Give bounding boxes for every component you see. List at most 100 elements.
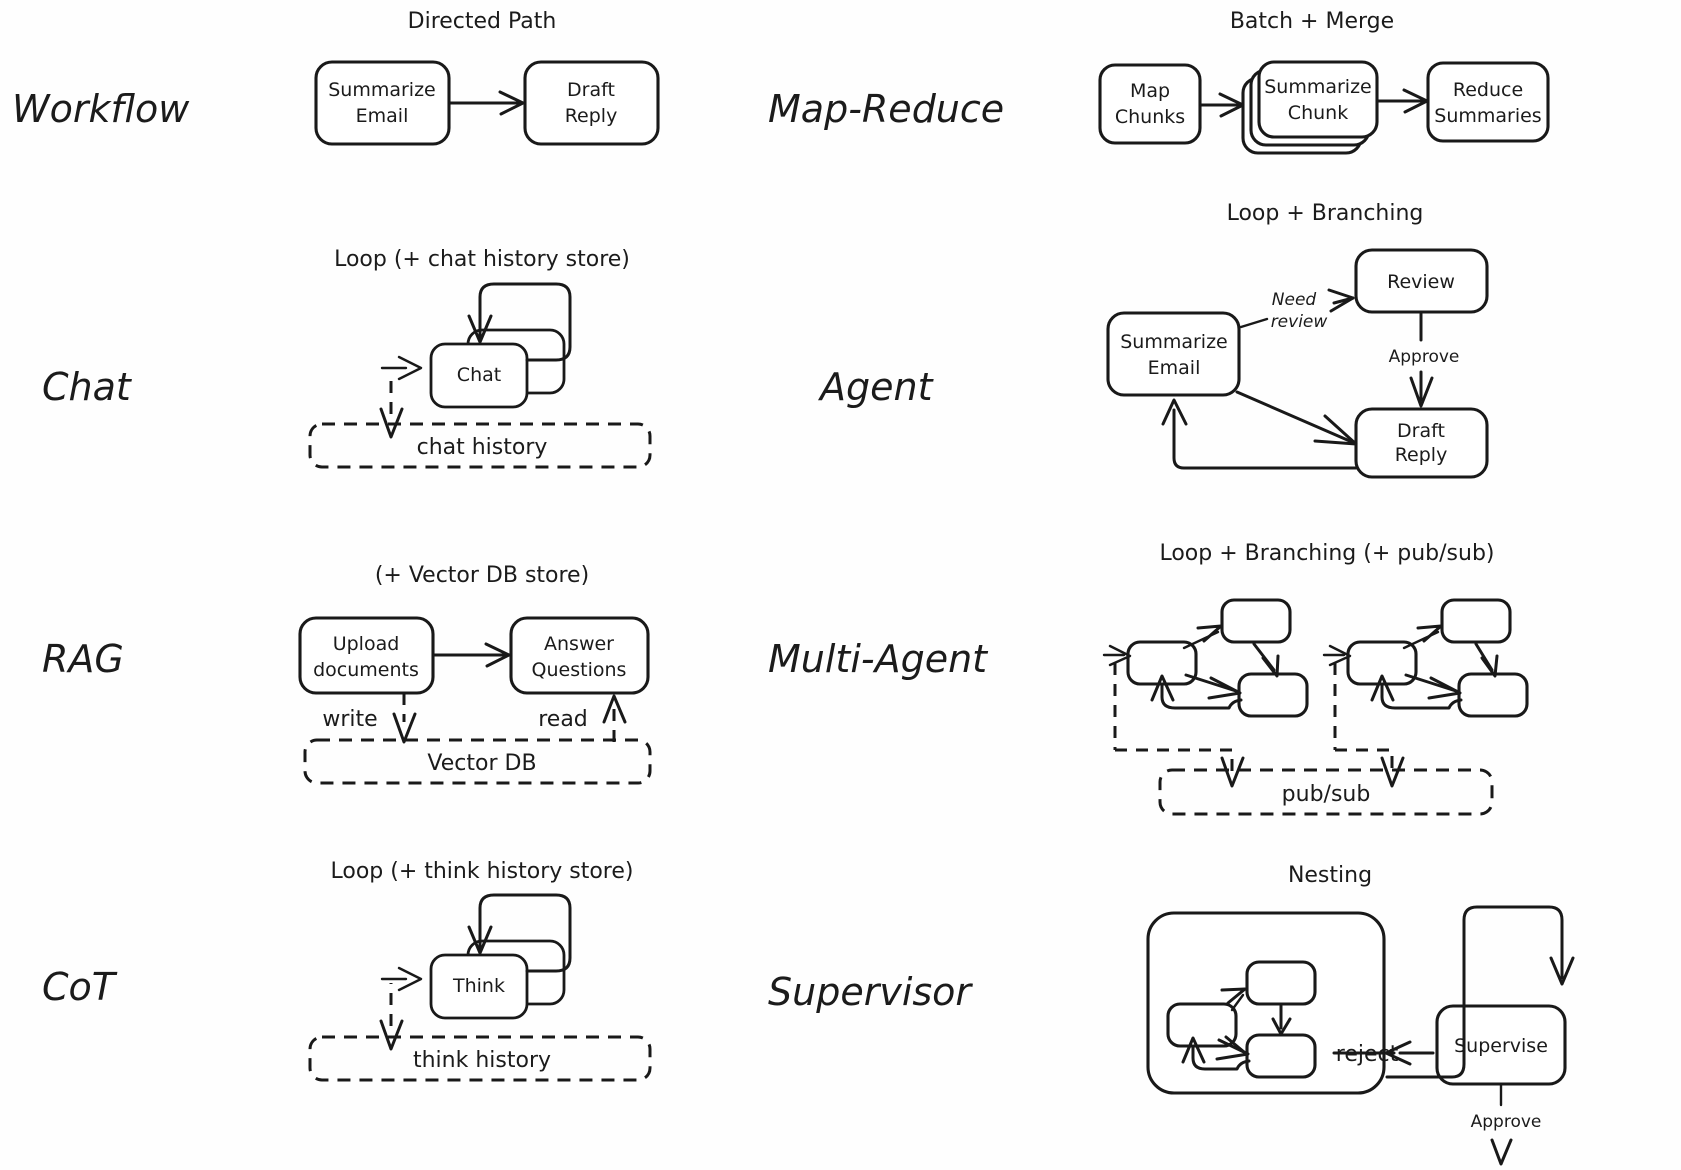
node-sub-s3[interactable] [1245, 1033, 1317, 1079]
node-label-line1: Answer [544, 633, 614, 655]
edge-s1-to-s2 [1220, 987, 1247, 1012]
node-chat-stack[interactable]: Chat [429, 328, 566, 409]
store-vector-db[interactable]: Vector DB [303, 738, 652, 785]
supervisor-nested-group[interactable] [1146, 911, 1386, 1095]
node-label: Supervise [1454, 1035, 1548, 1057]
store-pubsub[interactable]: pub/sub [1158, 768, 1494, 816]
node-map-chunks[interactable]: Map Chunks [1098, 63, 1202, 145]
edge-label-line2: review [1271, 312, 1328, 332]
node-sub-s2[interactable] [1245, 960, 1317, 1006]
node-label-line2: Questions [532, 659, 627, 681]
multiagent-cluster-a [1102, 598, 1309, 788]
row-label-cot: CoT [42, 965, 118, 1009]
node-agent-a3[interactable] [1237, 672, 1309, 718]
node-label-line2: Summaries [1434, 105, 1541, 127]
node-label-line1: Summarize [328, 79, 436, 101]
edge-b1-to-b2 [1402, 624, 1443, 650]
node-draft-reply-workflow[interactable]: Draft Reply [523, 60, 660, 146]
node-reduce-summaries[interactable]: Reduce Summaries [1426, 61, 1550, 143]
edge-think-selfloop [467, 893, 572, 973]
edge-b1-to-b3 [1404, 673, 1462, 700]
node-agent-b1[interactable] [1346, 640, 1418, 686]
edge-upload-to-answer [432, 642, 511, 668]
edge-s2-to-s3 [1271, 1004, 1292, 1036]
edge-label-read: read [538, 707, 588, 732]
edge-summarize-to-reduce [1376, 88, 1429, 114]
edge-a3-back-to-a1 [1150, 674, 1243, 710]
store-label: pub/sub [1282, 782, 1371, 807]
row-label-map-reduce: Map-Reduce [768, 87, 1004, 131]
node-supervise[interactable]: Supervise [1435, 1004, 1567, 1086]
node-label-line1: Summarize [1264, 76, 1372, 98]
node-upload-documents[interactable]: Upload documents [298, 616, 435, 695]
edge-summarize-to-draft [448, 90, 525, 116]
node-label-line1: Map [1130, 80, 1170, 102]
edge-a-entry [1102, 644, 1132, 750]
node-label-line2: Email [1148, 357, 1201, 379]
node-summarize-chunk-stack[interactable]: Summarize Chunk [1241, 60, 1379, 155]
caption-loop-branching: Loop + Branching [1227, 201, 1424, 226]
node-agent-a2[interactable] [1220, 598, 1292, 644]
edge-reject: reject [1332, 1040, 1435, 1067]
edge-s3-back-to-s1 [1181, 1036, 1251, 1071]
node-agent-a1[interactable] [1126, 640, 1198, 686]
edge-label-line1: Need [1272, 290, 1317, 310]
edge-b2-to-b3 [1474, 642, 1499, 678]
node-review[interactable]: Review [1354, 248, 1489, 314]
caption-vector-db-store: (+ Vector DB store) [375, 563, 589, 588]
store-label: chat history [417, 435, 548, 460]
edge-label-approve: Approve [1471, 1112, 1542, 1132]
edge-a2-to-a3 [1252, 642, 1280, 678]
edge-chat-history-in [379, 355, 423, 439]
multiagent-cluster-b [1322, 598, 1529, 788]
edge-read-from-vectordb: read [538, 694, 627, 742]
node-label-line2: Chunks [1115, 106, 1185, 128]
edge-a1-to-a3 [1184, 673, 1242, 700]
node-label-line2: Chunk [1288, 102, 1348, 124]
caption-nesting: Nesting [1288, 863, 1372, 888]
node-label: Review [1387, 271, 1455, 293]
edge-a-to-pubsub [1115, 748, 1245, 788]
store-think-history[interactable]: think history [308, 1035, 652, 1082]
node-answer-questions[interactable]: Answer Questions [509, 616, 650, 695]
node-draft-reply-agent[interactable]: Draft Reply [1354, 407, 1489, 479]
row-label-rag: RAG [42, 637, 124, 681]
node-label-line1: Draft [567, 79, 615, 101]
node-label-line1: Upload [333, 633, 400, 655]
edge-b-entry [1322, 644, 1352, 750]
node-label: Chat [457, 364, 501, 386]
store-chat-history[interactable]: chat history [308, 422, 652, 469]
node-label-line2: Reply [1395, 444, 1448, 466]
edge-label-write: write [322, 707, 377, 732]
edge-write-to-vectordb: write [322, 693, 417, 744]
edge-map-to-summarize [1199, 92, 1245, 118]
row-label-supervisor: Supervisor [768, 970, 973, 1014]
caption-loop-branching-pubsub: Loop + Branching (+ pub/sub) [1159, 541, 1494, 566]
node-label-line1: Draft [1397, 420, 1445, 442]
edge-chat-selfloop [467, 282, 572, 362]
caption-directed-path: Directed Path [408, 9, 557, 34]
node-summarize-email-workflow[interactable]: Summarize Email [314, 60, 451, 146]
node-label-line1: Reduce [1453, 79, 1523, 101]
edge-think-history-in [379, 966, 423, 1051]
edge-b3-back-to-b1 [1370, 674, 1463, 710]
row-label-chat: Chat [42, 365, 133, 409]
node-label-line2: Reply [565, 105, 618, 127]
edge-label: Approve [1389, 347, 1460, 367]
node-agent-b3[interactable] [1457, 672, 1529, 718]
caption-chat-loop: Loop (+ chat history store) [334, 247, 630, 272]
node-summarize-email-agent[interactable]: Summarize Email [1106, 311, 1241, 397]
edge-group-to-supervise [1385, 905, 1575, 1079]
row-label-multi-agent: Multi-Agent [768, 637, 989, 681]
node-sub-s1[interactable] [1166, 1002, 1238, 1048]
store-label: think history [413, 1048, 551, 1073]
store-label: Vector DB [427, 751, 536, 776]
node-think-stack[interactable]: Think [429, 939, 566, 1020]
edge-s1-to-s3 [1215, 1035, 1250, 1061]
node-label-line2: Email [356, 105, 409, 127]
edge-summarize-to-draft-agent [1235, 390, 1358, 446]
node-label: Think [452, 975, 505, 997]
node-agent-b2[interactable] [1440, 598, 1512, 644]
edge-approve-agent: Approve [1389, 312, 1460, 408]
caption-batch-merge: Batch + Merge [1230, 9, 1394, 34]
